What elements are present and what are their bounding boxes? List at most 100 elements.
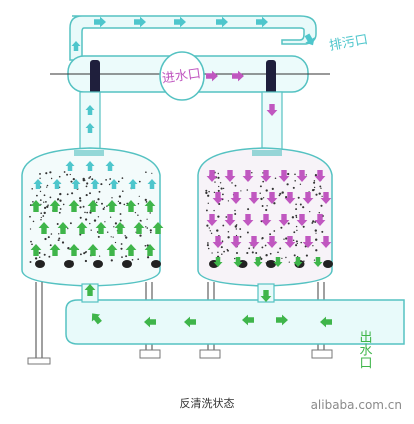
flow-arrow — [230, 236, 242, 248]
media-grain — [85, 194, 88, 197]
media-grain — [239, 235, 242, 238]
flow-arrow — [68, 244, 80, 256]
nozzle — [151, 260, 161, 268]
media-grain — [265, 254, 268, 257]
media-grain — [219, 182, 222, 184]
media-grain — [140, 220, 142, 222]
media-grain — [79, 197, 82, 200]
media-grain — [88, 177, 90, 179]
media-grain — [217, 189, 220, 192]
media-grain — [66, 193, 69, 196]
flow-arrow — [87, 244, 99, 256]
media-grain — [104, 221, 106, 223]
media-grain — [58, 237, 61, 240]
media-grain — [213, 209, 215, 212]
media-grain — [145, 201, 148, 203]
media-grain — [279, 192, 282, 195]
media-grain — [40, 212, 43, 215]
flow-arrow — [33, 179, 43, 189]
media-grain — [118, 201, 122, 205]
media-grain — [93, 219, 97, 222]
media-grain — [145, 171, 147, 173]
media-grain — [235, 251, 239, 255]
media-grain — [312, 245, 314, 247]
media-grain — [296, 229, 298, 232]
flow-arrow — [273, 257, 283, 267]
media-grain — [82, 177, 85, 181]
media-grain — [315, 232, 317, 234]
flow-arrow — [52, 179, 62, 189]
media-grain — [119, 219, 122, 222]
media-grain — [206, 224, 209, 227]
media-grain — [292, 186, 295, 189]
media-grain — [79, 233, 82, 236]
media-grain — [137, 214, 139, 217]
flow-arrow — [233, 257, 243, 267]
media-grain — [285, 196, 288, 199]
media-grain — [295, 214, 298, 217]
media-grain — [97, 216, 100, 218]
media-grain — [294, 173, 296, 176]
flow-arrow — [106, 244, 118, 256]
media-grain — [57, 239, 60, 241]
inlet-bubble — [159, 51, 205, 101]
flow-arrow — [125, 200, 137, 212]
media-grain — [315, 249, 318, 252]
media-grain — [266, 205, 268, 207]
media-grain — [86, 182, 89, 185]
media-grain — [32, 220, 35, 223]
media-grain — [111, 197, 113, 199]
media-grain — [135, 231, 137, 233]
media-grain — [220, 246, 223, 249]
media-grain — [96, 201, 98, 204]
media-grain — [283, 238, 285, 240]
media-grain — [251, 171, 253, 174]
media-grain — [314, 174, 317, 177]
media-grain — [293, 231, 296, 234]
media-grain — [262, 180, 265, 183]
media-grain — [101, 202, 103, 205]
media-grain — [239, 228, 242, 230]
media-grain — [150, 231, 152, 234]
media-grain — [295, 216, 298, 219]
flow-arrow — [85, 105, 95, 115]
media-grain — [222, 187, 225, 190]
media-grain — [305, 174, 307, 176]
media-grain — [63, 171, 66, 173]
media-grain — [221, 253, 223, 255]
flow-arrow — [144, 200, 156, 212]
media-grain — [234, 213, 237, 215]
media-grain — [313, 186, 316, 189]
media-grain — [61, 241, 65, 244]
media-grain — [30, 240, 32, 243]
media-grain — [29, 228, 32, 230]
flow-arrow — [71, 41, 81, 51]
flow-arrow — [133, 222, 145, 234]
media-grain — [79, 199, 82, 202]
flow-arrow — [144, 244, 156, 256]
flow-arrow — [230, 192, 242, 204]
media-grain — [31, 188, 33, 190]
media-grain — [217, 176, 220, 179]
media-grain — [207, 194, 210, 197]
media-grain — [139, 234, 142, 237]
media-grain — [211, 252, 213, 254]
flow-arrow — [91, 313, 102, 325]
flow-arrow — [313, 257, 323, 267]
media-grain — [321, 230, 324, 233]
flow-arrow — [65, 161, 75, 171]
flow-arrow — [95, 222, 107, 234]
media-grain — [213, 191, 216, 194]
media-grain — [124, 235, 126, 237]
media-grain — [292, 239, 295, 242]
media-grain — [108, 183, 111, 186]
media-grain — [299, 183, 302, 185]
media-grain — [246, 231, 249, 234]
media-grain — [59, 192, 62, 196]
media-grain — [318, 211, 321, 214]
media-grain — [49, 171, 52, 174]
media-grain — [98, 255, 101, 257]
media-grain — [44, 237, 47, 241]
media-grain — [217, 215, 220, 218]
